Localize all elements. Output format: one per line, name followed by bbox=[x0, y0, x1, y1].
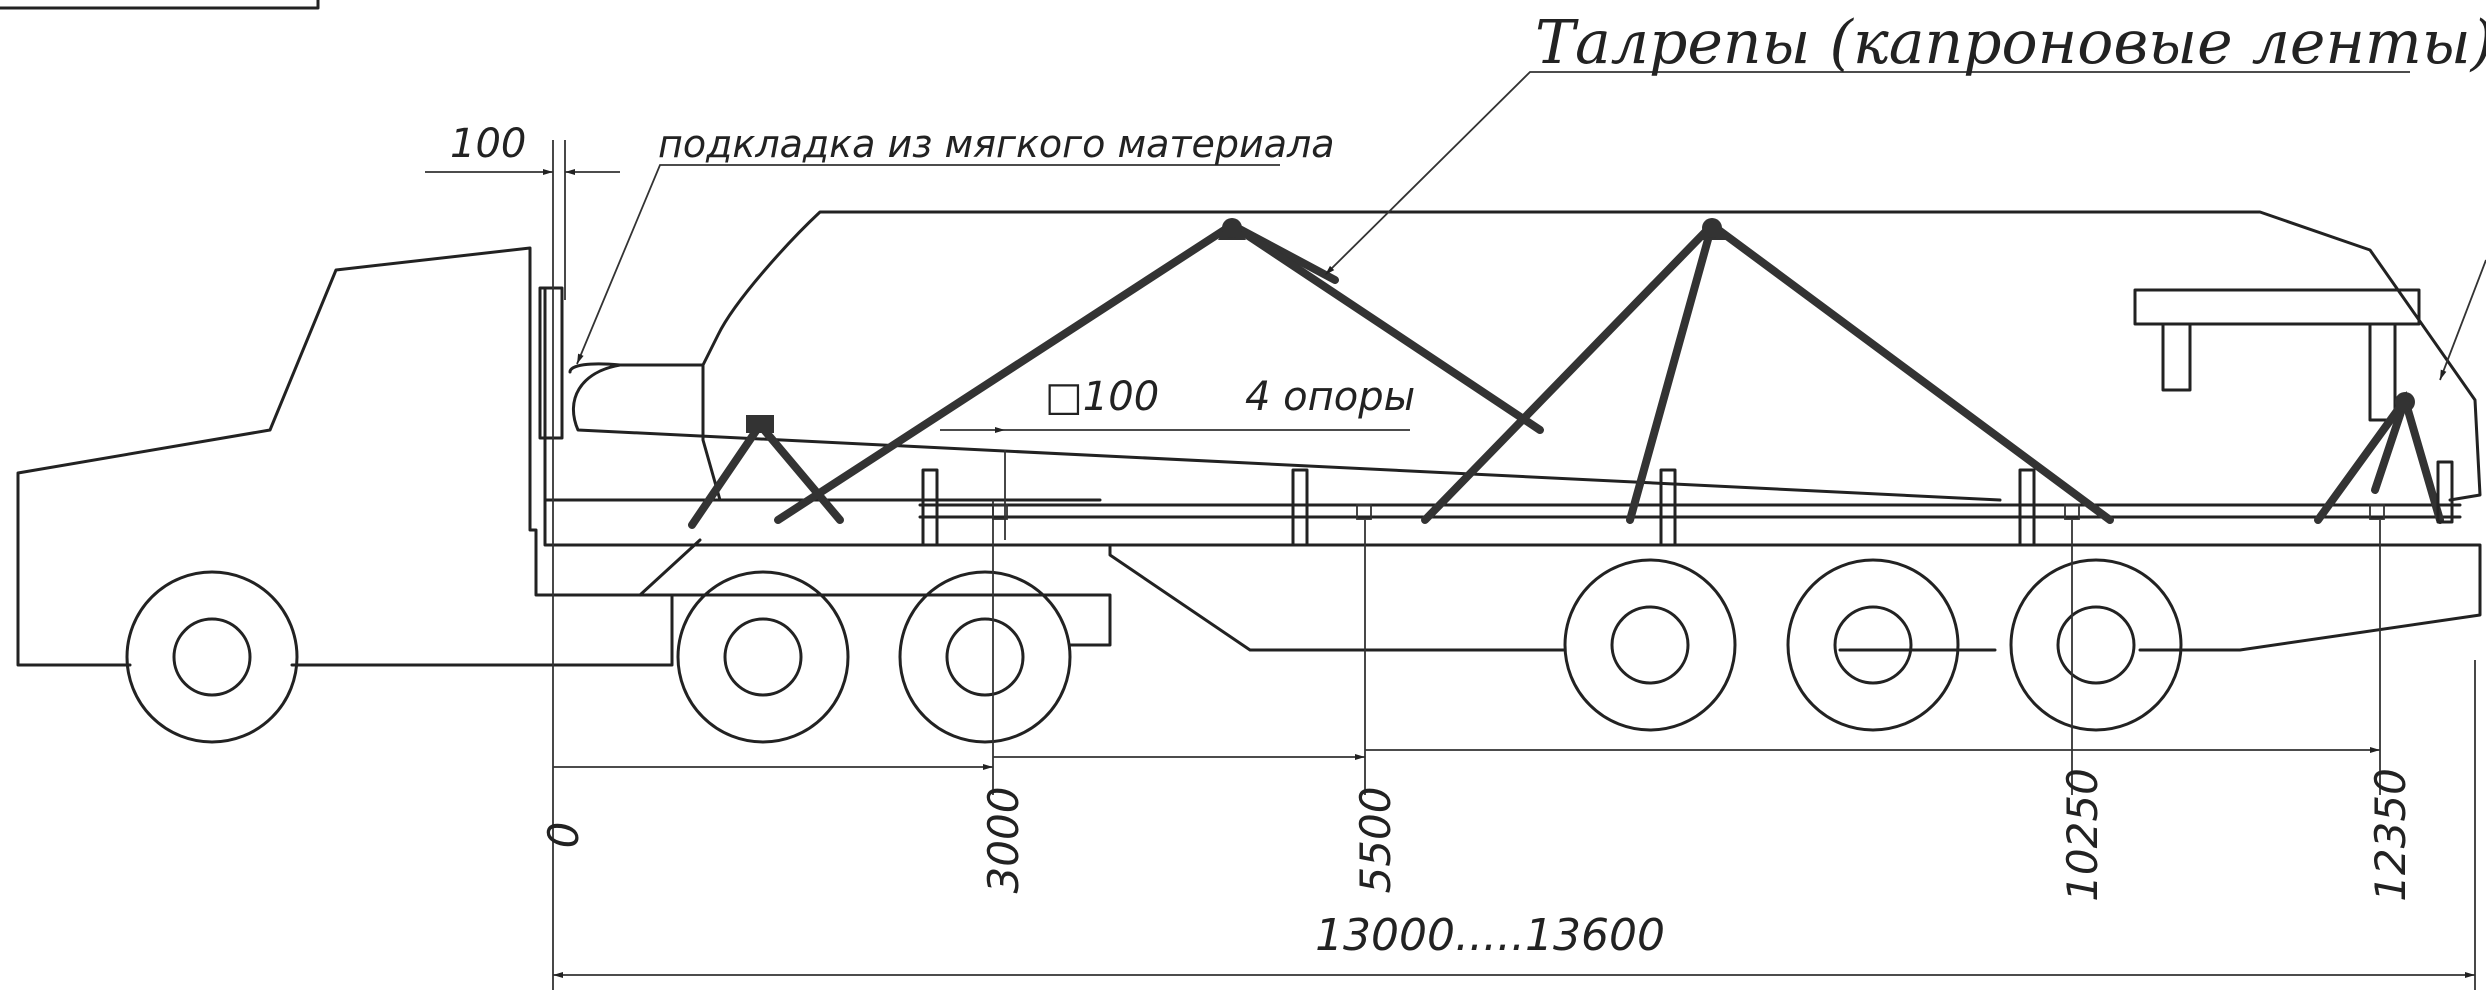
overall-length-label: 13000.....13600 bbox=[1315, 910, 1665, 961]
supports-count-label: 4 опоры bbox=[1245, 374, 1415, 420]
wheel bbox=[125, 570, 299, 744]
trailer-frame bbox=[1108, 543, 2482, 652]
dimension-mark-origin: 0 bbox=[539, 822, 588, 849]
pad-dimension-label: 100 bbox=[450, 121, 526, 167]
soft-pad-label: подкладка из мягкого материала bbox=[658, 122, 1335, 166]
front-pad-plate bbox=[538, 286, 564, 440]
wheel bbox=[1786, 558, 1960, 732]
wheel bbox=[676, 570, 850, 744]
dimension-lines bbox=[425, 140, 2476, 990]
lashing-label: Талрепы (капроновые ленты) bbox=[1535, 8, 2486, 78]
cargo-fuselage bbox=[568, 210, 2482, 502]
stanchion-posts bbox=[921, 460, 2454, 547]
wheel bbox=[1563, 558, 1737, 732]
dimension-mark: 10250 bbox=[2058, 768, 2107, 902]
dimension-mark: 5500 bbox=[1351, 787, 1400, 894]
wheel bbox=[2009, 558, 2183, 732]
tractor-cab bbox=[16, 246, 674, 667]
lashing-anchor-points bbox=[746, 218, 2415, 433]
support-size-label: □100 bbox=[1045, 374, 1159, 420]
wheel bbox=[898, 570, 1072, 744]
dimension-mark: 12350 bbox=[2366, 768, 2415, 902]
trailer-deck bbox=[918, 503, 2462, 519]
stabilizer-struts bbox=[2161, 322, 2397, 422]
dimension-mark: 3000 bbox=[979, 787, 1028, 894]
leader-lines bbox=[576, 71, 2486, 381]
fifth-wheel bbox=[638, 538, 1112, 647]
cargo-stabilizer bbox=[2133, 288, 2421, 326]
title-block-corner bbox=[0, 0, 320, 10]
